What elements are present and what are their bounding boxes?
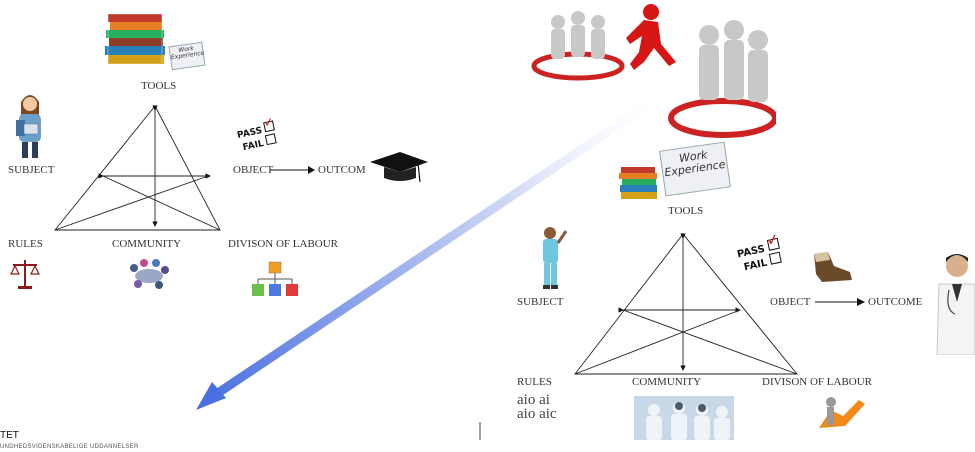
org-chart-icon <box>252 261 298 296</box>
teamwork-icon <box>819 397 865 428</box>
work-experience-card: Work Experience <box>168 41 206 71</box>
group-figures-icon <box>531 4 776 138</box>
object-outcome-arrow-right <box>815 298 865 306</box>
subject-label: SUBJECT <box>8 164 55 176</box>
activity-triangle <box>54 105 221 231</box>
subject-label-right: SUBJECT <box>517 296 564 308</box>
division-label: DIVISON OF LABOUR <box>228 238 339 250</box>
doctor-icon <box>936 254 975 355</box>
object-outcome-arrow <box>270 166 315 174</box>
books-icon-right <box>619 167 657 199</box>
object-label-right: OBJECT <box>770 296 811 308</box>
community-label-right: COMMUNITY <box>632 376 702 388</box>
rules-text-graphic: aio ai aio aic <box>517 392 557 422</box>
student-icon <box>16 95 41 158</box>
books-icon <box>105 13 165 65</box>
aio-line1: aio ai <box>517 392 550 408</box>
graduation-cap-icon <box>370 152 428 183</box>
outcome-label: OUTCOM <box>318 164 366 176</box>
nurse-icon <box>543 227 568 289</box>
community-label: COMMUNITY <box>112 238 182 250</box>
rules-label: RULES <box>8 238 43 250</box>
footer-subtitle: UNDHEDSVIDENSKABELIGE UDDANNELSER <box>0 444 139 450</box>
tools-label-right: TOOLS <box>668 205 704 217</box>
object-label: OBJECT <box>233 164 274 176</box>
tools-label: TOOLS <box>141 80 177 92</box>
rules-label-right: RULES <box>517 376 552 388</box>
division-label-right: DIVISON OF LABOUR <box>762 376 873 388</box>
foot-icon <box>814 252 852 282</box>
aio-line2: aio aic <box>517 406 557 422</box>
outcome-label-right: OUTCOME <box>868 296 923 308</box>
activity-triangle-right <box>574 233 798 375</box>
meeting-icon <box>130 259 169 289</box>
scales-icon <box>10 260 40 289</box>
team-photo <box>634 396 734 440</box>
footer-title: TET <box>0 430 19 441</box>
work-experience-card-right: Work Experience <box>659 141 731 197</box>
